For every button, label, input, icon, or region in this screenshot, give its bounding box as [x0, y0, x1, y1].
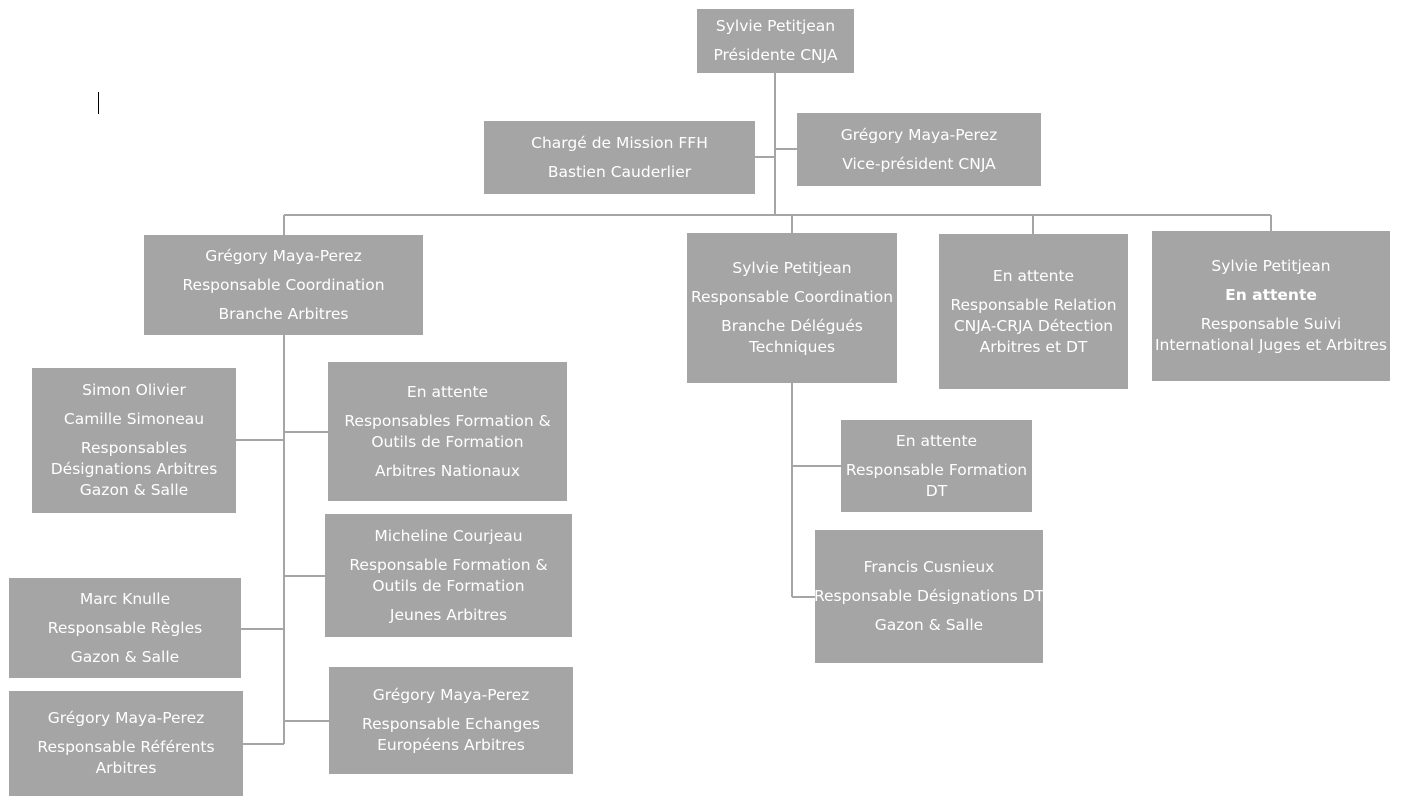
node-formation-nationaux: En attente Responsables Formation & Outi…: [328, 362, 567, 501]
node-designations-dt: Francis Cusnieux Responsable Désignation…: [813, 530, 1045, 663]
node-name: Francis Cusnieux: [863, 558, 995, 576]
node-role-detail: Outils de Formation: [371, 432, 524, 451]
node-role: Responsable Désignations DT: [813, 587, 1045, 605]
node-name: En attente: [992, 266, 1075, 285]
node-role-detail: Outils de Formation: [372, 576, 525, 595]
node-name: Grégory Maya-Perez: [372, 686, 530, 704]
node-role: Responsable Coordination: [182, 275, 385, 294]
node-coord-dt: Sylvie Petitjean Responsable Coordinatio…: [687, 233, 897, 383]
node-role-detail: Branche Délégués: [721, 317, 863, 335]
node-name: Bastien Cauderlier: [547, 162, 692, 181]
node-regles: Marc Knulle Responsable Règles Gazon & S…: [9, 578, 241, 678]
node-echanges-europeens: Grégory Maya-Perez Responsable Echanges …: [329, 667, 573, 774]
node-role: Responsable Formation &: [349, 555, 548, 574]
node-role: Responsable Coordination: [690, 288, 894, 306]
node-role-detail: Arbitres Nationaux: [374, 461, 521, 480]
node-role: Responsable Suivi: [1200, 315, 1342, 333]
node-president: Sylvie Petitjean Présidente CNJA: [697, 9, 854, 73]
node-name: En attente: [406, 382, 489, 401]
node-role-detail: Européens Arbitres: [377, 736, 525, 754]
node-vice-president: Grégory Maya-Perez Vice-président CNJA: [797, 113, 1041, 186]
node-role-detail: Branche Arbitres: [218, 304, 349, 323]
node-role: Responsable Formation: [845, 460, 1028, 479]
node-charge-mission: Chargé de Mission FFH Bastien Cauderlier: [484, 121, 755, 194]
node-name: Marc Knulle: [79, 589, 171, 608]
node-name: Simon Olivier: [82, 381, 186, 399]
node-coord-arbitres: Grégory Maya-Perez Responsable Coordinat…: [144, 235, 423, 335]
node-name: Sylvie Petitjean: [732, 259, 852, 277]
node-name: Camille Simoneau: [63, 410, 205, 428]
node-name: Sylvie Petitjean: [715, 17, 836, 35]
node-role: Responsable Relation: [950, 295, 1117, 314]
node-role: Vice-président CNJA: [842, 154, 996, 173]
node-name: Sylvie Petitjean: [1211, 257, 1331, 275]
node-role-detail: International Juges et Arbitres: [1154, 336, 1387, 354]
node-role-detail: Gazon & Salle: [79, 481, 189, 499]
node-name: Micheline Courjeau: [374, 526, 523, 545]
node-name: Grégory Maya-Perez: [840, 125, 998, 144]
node-role: Chargé de Mission FFH: [531, 133, 708, 152]
node-role: Responsable Règles: [47, 618, 203, 637]
node-role: Responsables Formation &: [344, 411, 551, 430]
node-role: Responsables: [80, 439, 188, 457]
node-role-detail: CNJA-CRJA Détection: [953, 316, 1114, 335]
node-status: En attente: [1225, 286, 1317, 304]
node-role: Responsable Echanges: [362, 715, 540, 733]
node-role-detail: Gazon & Salle: [874, 616, 984, 634]
node-name: En attente: [895, 431, 978, 450]
node-role-detail: Jeunes Arbitres: [389, 605, 508, 624]
node-formation-dt: En attente Responsable Formation DT: [841, 420, 1032, 512]
node-designations-arbitres: Simon Olivier Camille Simoneau Responsab…: [32, 368, 236, 513]
node-role: Responsable Référents: [37, 738, 215, 756]
node-formation-jeunes: Micheline Courjeau Responsable Formation…: [325, 514, 572, 637]
node-role-detail: Gazon & Salle: [70, 647, 180, 666]
node-referents-arbitres: Grégory Maya-Perez Responsable Référents…: [9, 691, 243, 796]
node-relation-cnja: En attente Responsable Relation CNJA-CRJ…: [939, 234, 1128, 389]
node-role: Présidente CNJA: [713, 46, 838, 64]
node-name: Grégory Maya-Perez: [205, 246, 362, 265]
node-role-detail: Arbitres: [95, 759, 157, 777]
node-suivi-international: Sylvie Petitjean En attente Responsable …: [1152, 231, 1390, 381]
node-role-detail: Techniques: [748, 338, 836, 356]
node-role-detail: Désignations Arbitres: [50, 460, 218, 478]
node-role-detail: DT: [925, 481, 948, 500]
node-role-detail: Arbitres et DT: [979, 337, 1088, 356]
node-name: Grégory Maya-Perez: [47, 709, 205, 727]
text-cursor: [98, 92, 99, 114]
